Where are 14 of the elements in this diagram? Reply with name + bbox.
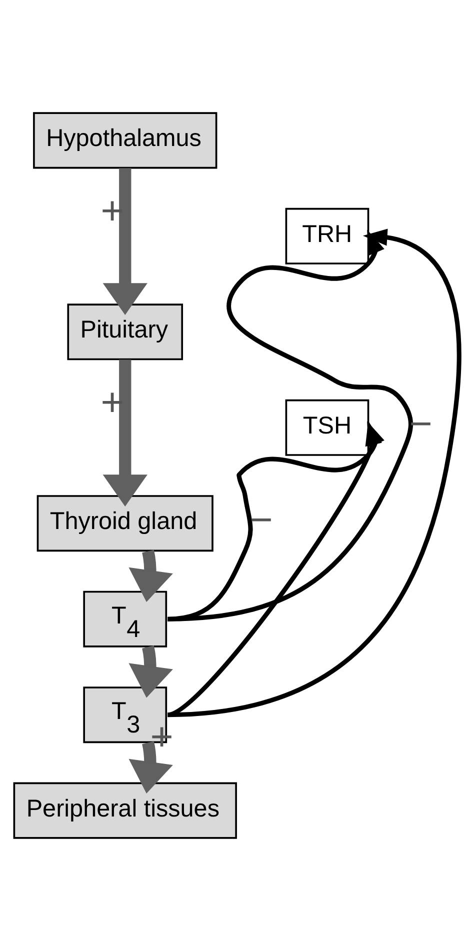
node-box: Thyroid gland — [36, 494, 214, 552]
arrow — [128, 645, 173, 698]
node-box: TRH — [285, 207, 370, 264]
node-box: TSH — [285, 398, 370, 456]
node-box: Peripheral tissues — [13, 782, 237, 838]
arrow — [168, 228, 462, 717]
arrow — [128, 740, 173, 793]
node-box: Pituitary — [67, 303, 184, 360]
arrow — [102, 359, 148, 506]
node-box: Hypothalamus — [33, 112, 218, 168]
arrow — [168, 229, 413, 621]
arrow — [102, 168, 148, 314]
arrow — [128, 549, 173, 602]
arrow — [166, 420, 382, 716]
